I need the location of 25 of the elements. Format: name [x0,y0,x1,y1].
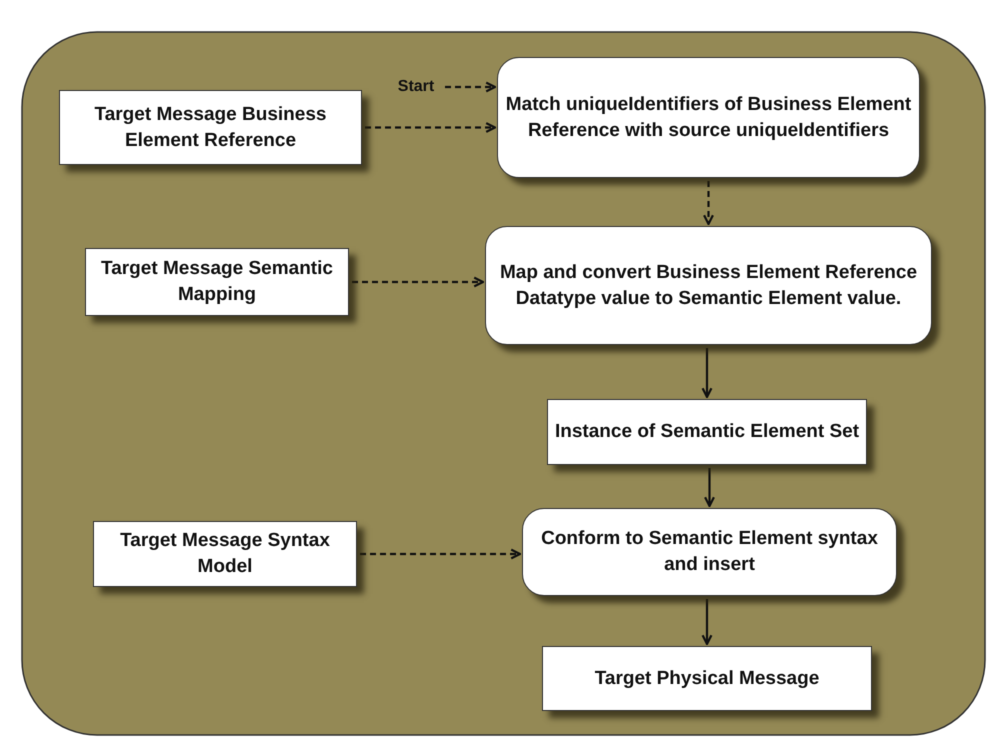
box-text: Target Message Semantic Mapping [100,257,334,307]
arrow [703,181,714,226]
process-box [497,57,920,178]
process-box [59,90,362,165]
box-text: Instance of Semantic Element Set [554,420,860,444]
arrow [702,599,712,646]
box-text: Target Physical Message [594,666,820,691]
arrow [702,348,712,398]
process-box [93,521,357,587]
arrow [704,468,715,508]
box-text: Target Message Business Element Reference [94,102,328,152]
process-box [522,508,897,596]
start-label: Start [390,76,442,98]
process-box [542,646,872,711]
arrow [352,276,484,288]
box-text: Target Message Syntax Model [119,529,331,579]
process-box [85,248,349,316]
box-text: Conform to Semantic Element syntax and insert [540,527,879,577]
arrow [360,548,522,560]
box-text: Match uniqueIdentifiers of Business Element Reference with source uniqueIdentifiers [504,92,912,142]
process-box [547,399,867,465]
box-text: Map and convert Business Element Reference Datatype value to Semantic Element value. [498,260,918,310]
process-box [485,226,932,345]
arrow [445,82,496,92]
arrow [365,122,496,133]
